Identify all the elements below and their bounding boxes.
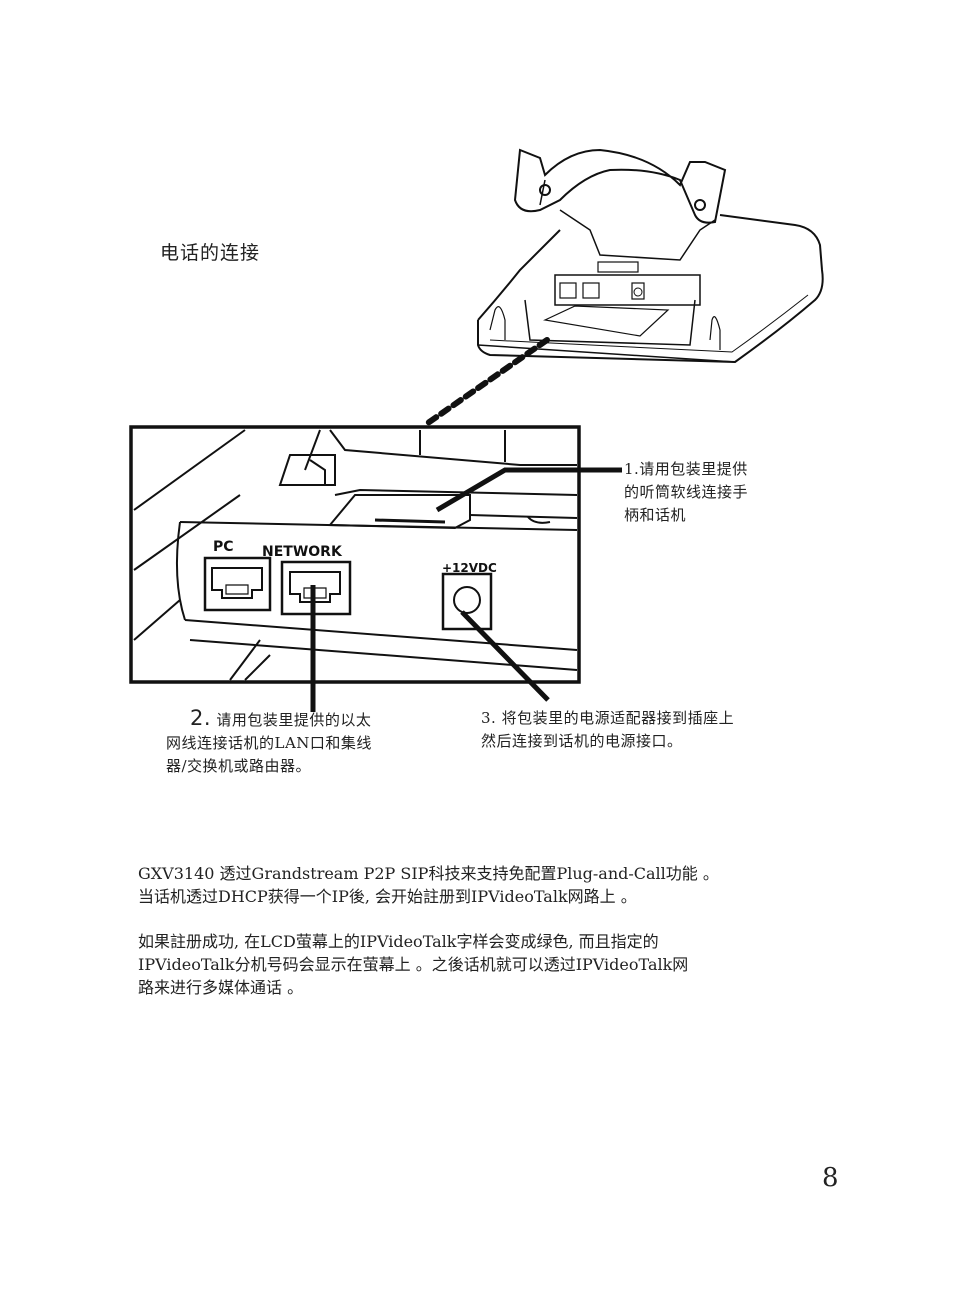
paragraph-registration: 如果註册成功, 在LCD萤幕上的IPVideoTalk字样会变成绿色, 而且指定… — [138, 930, 838, 999]
callout-handset-cord: 1.请用包装里提供 的听筒软线连接手 柄和话机 — [624, 458, 794, 527]
paragraph-plug-and-call: GXV3140 透过Grandstream P2P SIP科技来支持免配置Plu… — [138, 862, 838, 908]
paragraph-line: IPVideoTalk分机号码会显示在萤幕上 。之後话机就可以透过IPVideo… — [138, 955, 689, 974]
page-number: 8 — [822, 1163, 839, 1193]
paragraph-line: 路来进行多媒体通话 。 — [138, 978, 304, 997]
paragraph-line: 如果註册成功, 在LCD萤幕上的IPVideoTalk字样会变成绿色, 而且指定… — [138, 932, 659, 951]
callout-power-adapter: 3. 将包装里的电源适配器接到插座上 然后连接到话机的电源接口。 — [481, 707, 811, 753]
section-heading: 电话的连接 — [160, 242, 261, 264]
callout-line: 网线连接话机的LAN口和集线 — [166, 734, 372, 752]
pc-port-label: PC — [213, 539, 234, 555]
callout-leader-lines — [310, 467, 622, 712]
zoom-detail-box — [129, 425, 581, 684]
paragraph-line: 当话机透过DHCP获得一个IP後, 会开始註册到IPVideoTalk网路上 。 — [138, 887, 637, 906]
callout-line: 柄和话机 — [624, 506, 687, 524]
callout-line: 请用包装里提供的以太 — [211, 711, 372, 729]
callout-line: 的听筒软线连接手 — [624, 483, 749, 501]
callout-number: 2. — [190, 706, 212, 730]
callout-ethernet-cable: 2. 请用包装里提供的以太 网线连接话机的LAN口和集线 器/交换机或路由器。 — [166, 707, 436, 778]
callout-line: 然后连接到话机的电源接口。 — [481, 732, 683, 750]
callout-line: 器/交换机或路由器。 — [166, 757, 312, 775]
paragraph-line: GXV3140 透过Grandstream P2P SIP科技来支持免配置Plu… — [138, 864, 719, 883]
phone-back-view — [477, 148, 824, 364]
zoom-dotted-line — [422, 337, 550, 428]
callout-line: 3. 将包装里的电源适配器接到插座上 — [481, 709, 735, 727]
network-port-label: NETWORK — [262, 544, 343, 560]
callout-line: 1.请用包装里提供 — [624, 460, 748, 478]
power-port-label: +12VDC — [442, 561, 497, 575]
zoom-detail-drawing — [133, 429, 578, 681]
